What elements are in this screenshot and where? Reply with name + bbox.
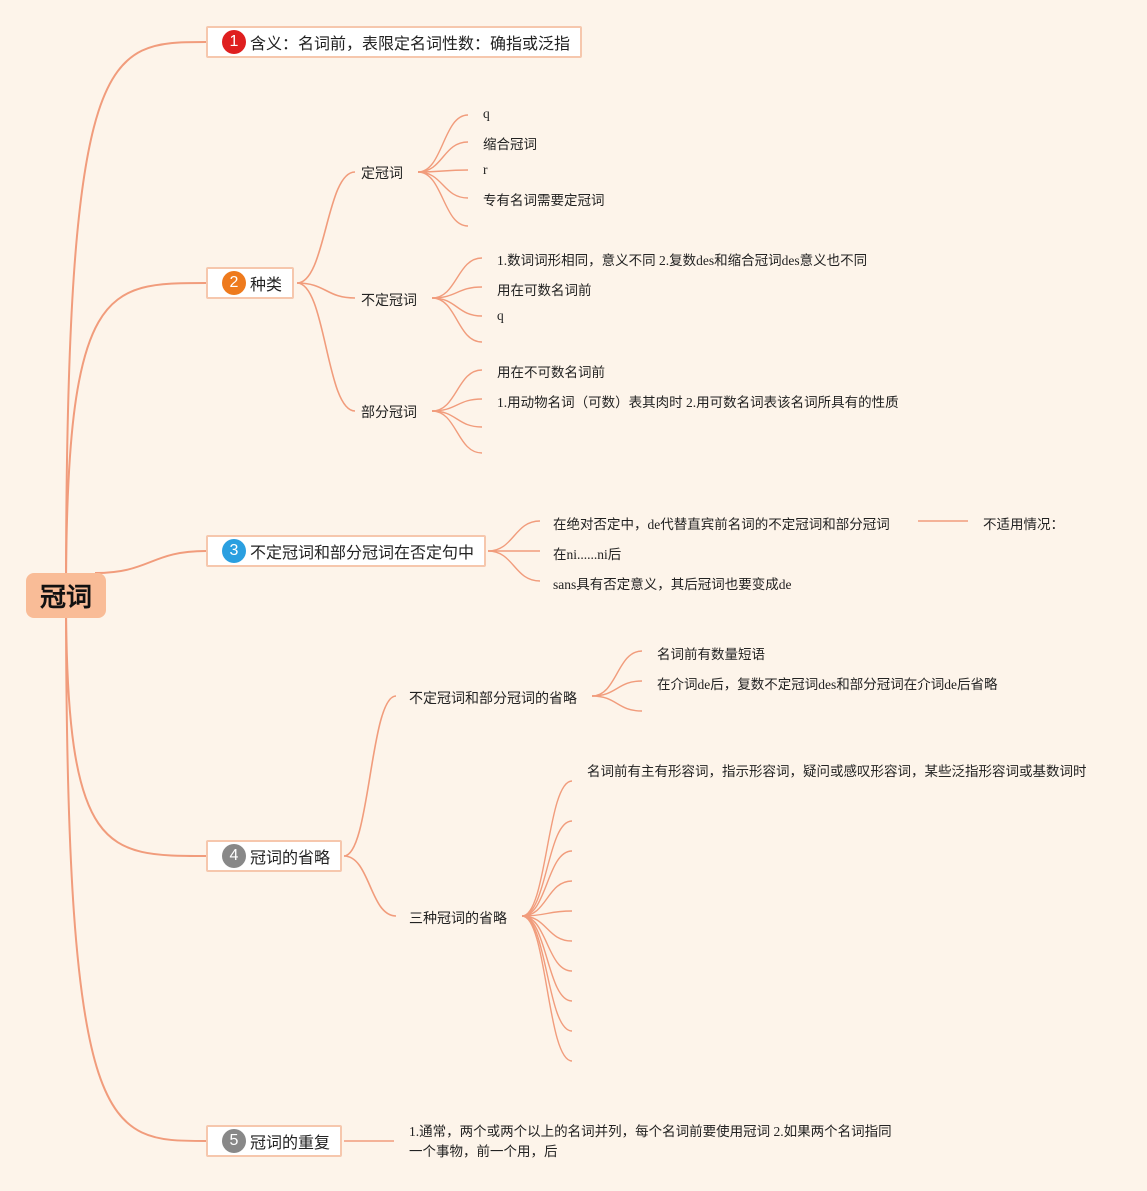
topic-label: 冠词的省略 [250,848,331,867]
list-item[interactable]: 不适用情况： [983,517,1064,533]
list-item[interactable]: sans具有否定意义，其后冠词也要变成de [553,577,792,592]
connector-line [417,171,469,199]
connector-line [296,171,356,284]
omission-indefinite-partitive-node[interactable]: 不定冠词和部分冠词的省略 [409,691,577,707]
connector-line [417,171,469,227]
list-item[interactable]: 1.数词词形相同，意义不同 2.复数des和缩合冠词des意义也不同 [497,253,868,268]
list-item[interactable]: q [483,106,490,121]
connector-line [521,915,573,972]
list-item[interactable]: r [483,162,488,177]
root-node[interactable]: 冠词 [26,573,106,618]
list-item[interactable]: 用在不可数名词前 [497,365,605,381]
connector-line [296,282,356,299]
list-item[interactable]: 在绝对否定中，de代替直宾前名词的不定冠词和部分冠词 [553,517,890,532]
connector-line [431,257,483,299]
connector-line [591,695,643,712]
list-item[interactable]: 名词前有数量短语 [657,647,765,663]
number-badge-4: 4 [222,844,246,868]
connector-line [296,282,356,412]
omission-three-articles-node[interactable]: 三种冠词的省略 [409,911,507,927]
connector-line [65,595,207,857]
connector-line [431,297,483,317]
connector-line [521,820,573,917]
connector-line [94,550,207,574]
definite-article-node[interactable]: 定冠词 [361,166,403,182]
connector-line [65,41,207,597]
list-item[interactable]: 专有名词需要定冠词 [483,193,605,209]
connector-line [521,850,573,917]
connector-line [431,410,483,454]
number-badge-3: 3 [222,539,246,563]
list-item[interactable]: 在介词de后，复数不定冠词des和部分冠词在介词de后省略 [657,677,998,692]
number-badge-5: 5 [222,1129,246,1153]
connector-line [591,680,643,697]
connector-line [343,855,397,917]
connector-line [521,915,573,1062]
connector-line [487,550,541,582]
connector-line [343,695,397,857]
connector-line [521,780,573,917]
connector-line [487,520,541,552]
topic-negation[interactable]: 3 不定冠词和部分冠词在否定句中 [206,535,487,567]
topic-omission[interactable]: 4 冠词的省略 [206,840,343,872]
list-item[interactable]: 1.用动物名词（可数）表其肉时 2.用可数名词表该名词所具有的性质 [497,395,899,410]
topic-label: 冠词的重复 [250,1133,331,1152]
number-badge-2: 2 [222,271,246,295]
connector-line [417,114,469,173]
topic-repetition[interactable]: 5 冠词的重复 [206,1125,343,1157]
connector-line [521,880,573,917]
connector-line [431,369,483,412]
topic-label: 种类 [250,275,283,294]
list-item[interactable]: q [497,308,504,323]
connector-line [65,595,207,1142]
list-item[interactable]: 在ni......ni后 [553,547,622,562]
topic-label: 不定冠词和部分冠词在否定句中 [250,543,475,562]
indefinite-article-node[interactable]: 不定冠词 [361,293,417,309]
connector-line [431,297,483,343]
list-item[interactable]: 缩合冠词 [483,137,537,153]
topic-meaning[interactable]: 1 含义：名词前，表限定名词性数：确指或泛指 [206,26,583,58]
topic-kinds[interactable]: 2 种类 [206,267,295,299]
connector-line [417,141,469,173]
partitive-article-node[interactable]: 部分冠词 [361,405,417,421]
topic-label: 含义：名词前，表限定名词性数：确指或泛指 [250,34,571,53]
list-item[interactable]: 名词前有主有形容词，指示形容词，疑问或感叹形容词，某些泛指形容词或基数词时 [587,764,1087,780]
connector-line [521,915,573,1032]
connector-line [431,410,483,428]
connector-line [65,282,207,597]
list-item[interactable]: 用在可数名词前 [497,283,592,299]
connector-line [591,650,643,697]
number-badge-1: 1 [222,30,246,54]
list-item[interactable]: 1.通常，两个或两个以上的名词并列，每个名词前要使用冠词 2.如果两个名词指同一… [409,1124,892,1159]
